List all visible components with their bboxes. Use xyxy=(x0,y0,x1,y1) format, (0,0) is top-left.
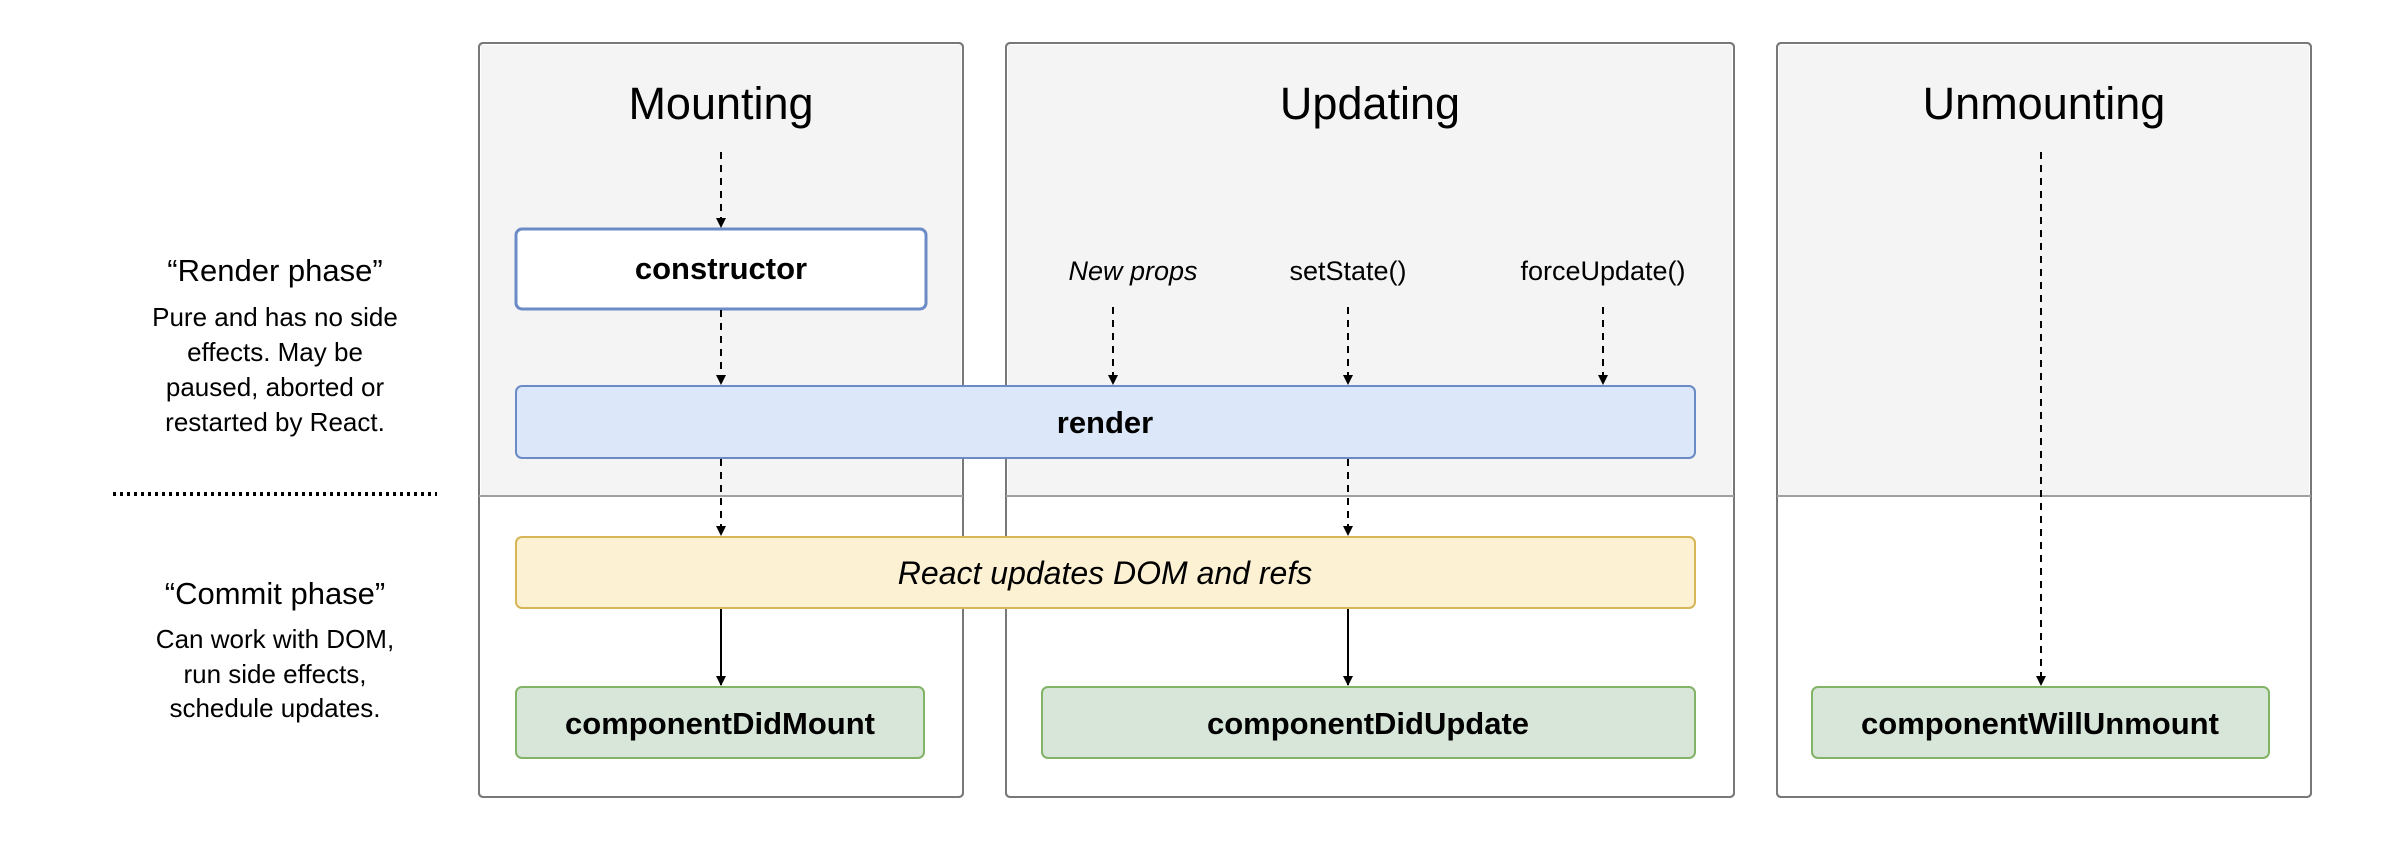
render-node: render xyxy=(515,385,1696,459)
render-label: render xyxy=(1057,405,1153,440)
component-did-update-label: componentDidUpdate xyxy=(1207,706,1529,741)
render-phase-desc-line: effects. May be xyxy=(187,337,363,367)
updating-title: Updating xyxy=(1280,78,1460,129)
component-did-mount-node: componentDidMount xyxy=(515,686,925,759)
commit-phase-title: “Commit phase” xyxy=(165,576,386,611)
render-phase-title: “Render phase” xyxy=(167,253,382,288)
component-did-update-node: componentDidUpdate xyxy=(1041,686,1696,759)
new-props-trigger: New props xyxy=(1068,256,1197,286)
commit-phase-desc-line: Can work with DOM, xyxy=(156,624,394,654)
dom-update-node: React updates DOM and refs xyxy=(515,536,1696,609)
constructor-label: constructor xyxy=(635,251,807,286)
render-phase-desc-line: paused, aborted or xyxy=(166,372,385,402)
render-phase-desc-line: restarted by React. xyxy=(165,407,385,437)
mounting-title: Mounting xyxy=(628,78,813,129)
component-did-mount-label: componentDidMount xyxy=(565,706,875,741)
force-update-trigger: forceUpdate() xyxy=(1520,256,1685,286)
commit-phase-desc-line: run side effects, xyxy=(183,659,366,689)
dom-update-label: React updates DOM and refs xyxy=(898,555,1312,591)
unmounting-title: Unmounting xyxy=(1923,78,2166,129)
unmounting-column: Unmounting xyxy=(1776,42,2312,798)
render-phase-desc-line: Pure and has no side xyxy=(152,302,398,332)
component-will-unmount-node: componentWillUnmount xyxy=(1811,686,2270,759)
arrows xyxy=(716,152,2046,686)
commit-phase-desc-line: schedule updates. xyxy=(169,693,380,723)
component-will-unmount-label: componentWillUnmount xyxy=(1861,706,2219,741)
set-state-trigger: setState() xyxy=(1289,256,1406,286)
commit-phase-label: “Commit phase” Can work with DOM, run si… xyxy=(156,576,394,723)
constructor-node: constructor xyxy=(514,227,928,311)
render-phase-label: “Render phase” Pure and has no side effe… xyxy=(152,253,398,437)
